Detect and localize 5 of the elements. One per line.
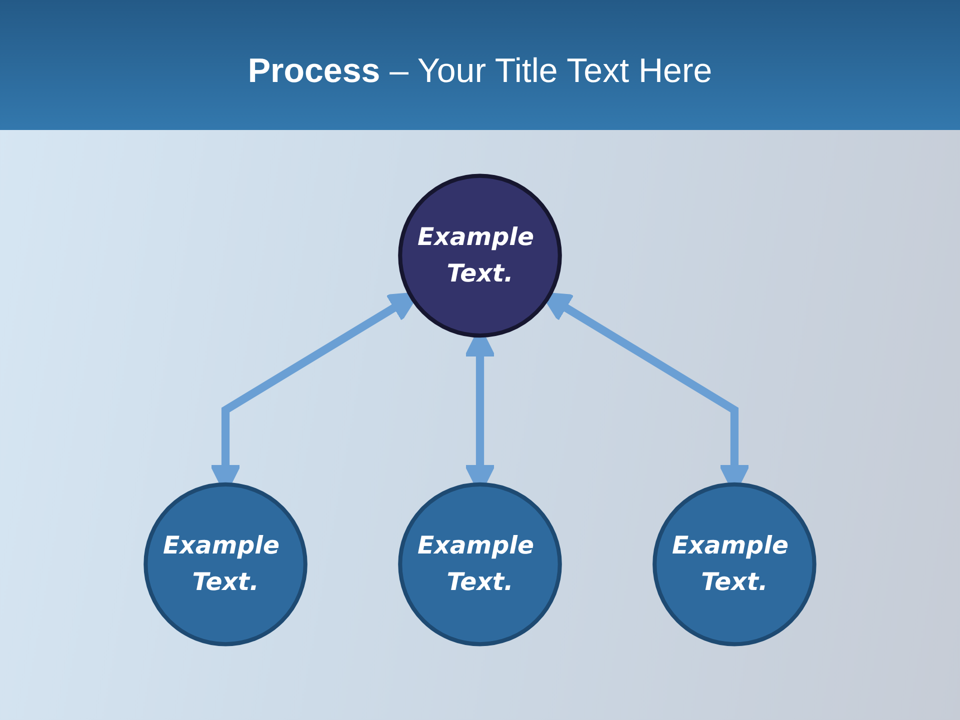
circle-node: Example Text. (144, 482, 308, 646)
circle-node: Example Text. (398, 482, 562, 646)
circle-node: Example Text. (652, 482, 816, 646)
slide-title: Process – Your Title Text Here (246, 52, 714, 91)
circle-node: Example Text. (398, 174, 562, 338)
